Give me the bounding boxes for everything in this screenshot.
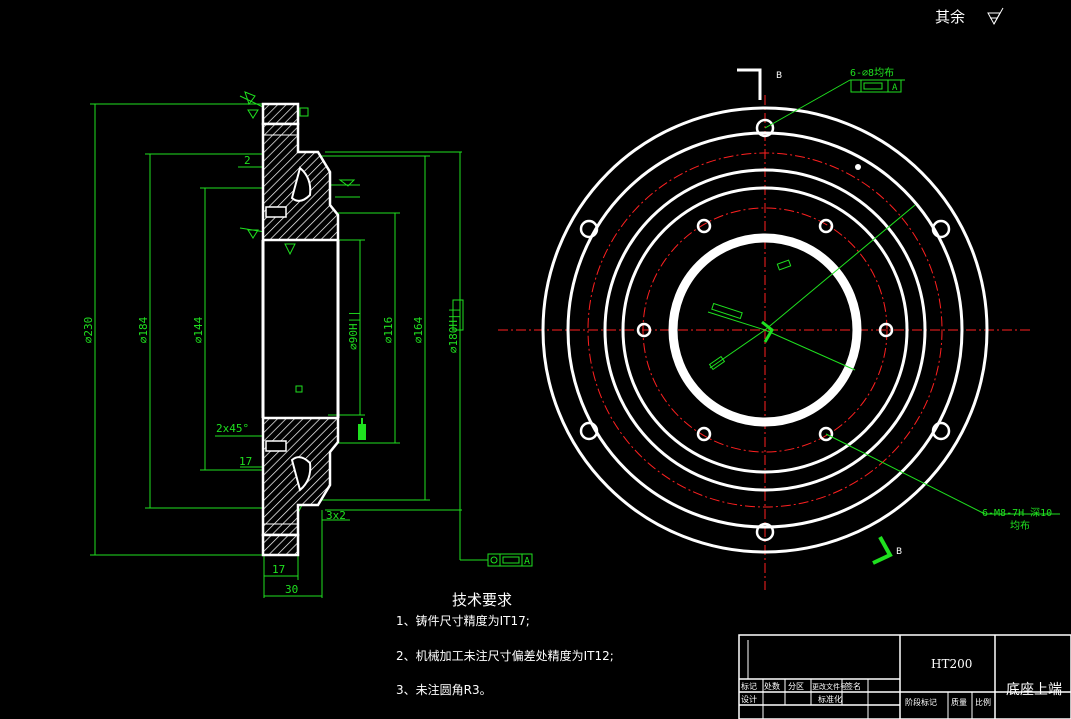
dim-d144: ⌀144 bbox=[192, 316, 205, 343]
dim-chamfer: 2x45° bbox=[216, 422, 249, 435]
dim-w17: 17 bbox=[272, 563, 285, 576]
dim-d164: ⌀164 bbox=[412, 316, 425, 343]
datum-label-section: A bbox=[524, 556, 530, 567]
tb-label-weight: 质量 bbox=[951, 697, 967, 707]
tb-label-sign: 签名 bbox=[845, 681, 861, 691]
dim-fillet: 3x2 bbox=[326, 509, 346, 522]
tb-label-stage: 阶段标记 bbox=[905, 697, 937, 707]
section-view bbox=[90, 91, 533, 598]
roughness-symbol-icon bbox=[987, 7, 1004, 26]
tech-item-1: 1、铸件尺寸精度为IT17; bbox=[396, 613, 530, 628]
section-arrow-top-icon bbox=[737, 68, 762, 100]
tb-label-zone: 分区 bbox=[788, 682, 804, 691]
tb-label-design: 设计 bbox=[741, 694, 757, 704]
material: HT200 bbox=[931, 657, 972, 671]
tb-label-mark: 标记 bbox=[741, 681, 757, 691]
section-arrow-bottom-icon bbox=[872, 536, 893, 565]
dim-d116: ⌀116 bbox=[382, 317, 395, 344]
holes-note-top: 6-⌀8均布 bbox=[850, 67, 894, 79]
section-mark-top: B bbox=[776, 71, 782, 81]
datum-label-plan: A bbox=[892, 83, 898, 93]
tech-item-3: 3、未注圆角R3。 bbox=[396, 682, 492, 697]
tech-item-2: 2、机械加工未注尺寸偏差处精度为IT12; bbox=[396, 648, 614, 663]
dim-w30: 30 bbox=[285, 583, 298, 596]
dim-r17: 17 bbox=[239, 455, 252, 468]
section-mark-bottom: B bbox=[896, 547, 902, 557]
tb-label-count: 处数 bbox=[764, 681, 780, 691]
position-tolerance-frame bbox=[850, 79, 902, 93]
tb-label-doc: 更改文件号 bbox=[812, 682, 847, 691]
title-block bbox=[738, 634, 1071, 719]
dim-d90: ⌀90H|| bbox=[347, 310, 360, 350]
tapped-holes bbox=[636, 218, 894, 442]
datum-icon bbox=[358, 418, 366, 440]
part-name: 底座上端 bbox=[1006, 682, 1062, 698]
tapped-note-1: 6-M8-7H 深10 bbox=[982, 507, 1052, 519]
dim-d184: ⌀184 bbox=[137, 316, 150, 343]
tb-label-standard: 标准化 bbox=[818, 694, 842, 704]
dimension-lines bbox=[90, 91, 533, 598]
plan-view bbox=[498, 68, 1060, 590]
tapped-note-2: 均布 bbox=[1010, 520, 1030, 532]
tech-title: 技术要求 bbox=[452, 591, 512, 609]
bolt-holes-outer bbox=[579, 118, 951, 542]
dim-d180: ⌀180H|| bbox=[447, 307, 460, 353]
dim-d230: ⌀230 bbox=[82, 317, 95, 344]
tb-label-scale: 比例 bbox=[975, 697, 991, 707]
roughness-note: 其余 bbox=[935, 8, 965, 26]
flange-section bbox=[261, 102, 340, 557]
dim-two: 2 bbox=[244, 154, 251, 167]
